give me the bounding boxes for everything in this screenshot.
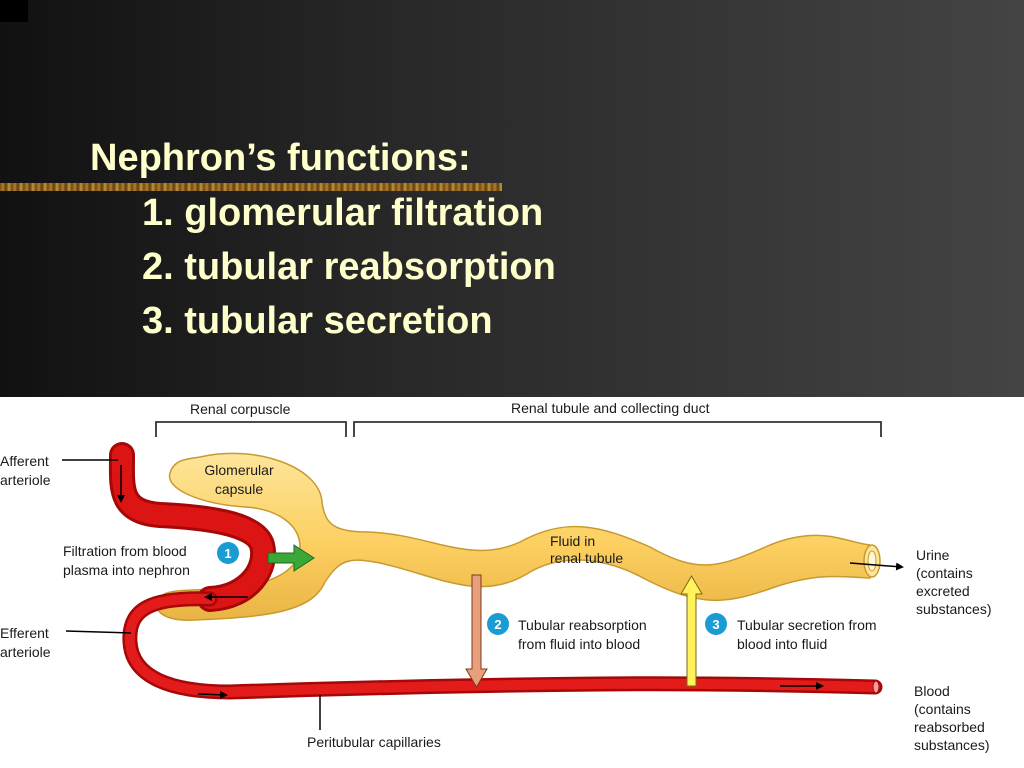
afferent-arteriole-fill bbox=[111, 445, 274, 609]
reabsorption-label-line-2: from fluid into blood bbox=[518, 636, 640, 652]
peritubular-capillary-fill bbox=[124, 593, 880, 698]
slide-header: Nephron’s functions: 1. glomerular filtr… bbox=[0, 0, 1024, 397]
function-item-2: 2. tubular reabsorption bbox=[142, 246, 556, 288]
secretion-arrow bbox=[680, 575, 703, 687]
capsule-label-line-2: capsule bbox=[215, 481, 263, 497]
capsule-label-line-1: Glomerular bbox=[204, 462, 274, 478]
capillary-end bbox=[872, 680, 880, 694]
function-item-1: 1. glomerular filtration bbox=[142, 192, 544, 234]
decorative-stripe bbox=[0, 183, 502, 191]
urine-label-line-2: (contains bbox=[916, 565, 973, 581]
blood-label-line-3: reabsorbed bbox=[914, 719, 985, 735]
flow-arrow-urine bbox=[849, 562, 904, 571]
badge-filtration: 1 bbox=[217, 542, 239, 564]
peritubular-label: Peritubular capillaries bbox=[307, 734, 441, 750]
blood-vessels bbox=[108, 442, 883, 700]
efferent-leader bbox=[65, 630, 132, 634]
badge-reabsorption: 2 bbox=[487, 613, 509, 635]
filtration-label-line-1: Filtration from blood bbox=[63, 543, 187, 559]
efferent-label-line-1: Efferent bbox=[0, 625, 49, 641]
filtration-label-line-2: plasma into nephron bbox=[63, 562, 190, 578]
badge-3-label: 3 bbox=[712, 617, 719, 632]
flow-arrow-efferent bbox=[197, 690, 228, 699]
badge-2-label: 2 bbox=[494, 617, 501, 632]
tubule-lumen bbox=[867, 550, 877, 572]
afferent-label-line-2: arteriole bbox=[0, 472, 51, 488]
fluid-label-line-2: renal tubule bbox=[550, 550, 623, 566]
renal-tubule-label: Renal tubule and collecting duct bbox=[511, 400, 710, 416]
filtration-arrow bbox=[267, 544, 315, 572]
efferent-label-line-2: arteriole bbox=[0, 644, 51, 660]
header-corner-block bbox=[0, 0, 28, 22]
slide-title: Nephron’s functions: bbox=[90, 137, 471, 179]
renal-corpuscle-bracket bbox=[155, 421, 347, 437]
badge-secretion: 3 bbox=[705, 613, 727, 635]
afferent-label-line-1: Afferent bbox=[0, 453, 49, 469]
badge-1-label: 1 bbox=[224, 546, 231, 561]
urine-label-line-4: substances) bbox=[916, 601, 991, 617]
reabsorption-arrow bbox=[465, 574, 488, 688]
fluid-label-line-1: Fluid in bbox=[550, 533, 595, 549]
blood-label-line-2: (contains bbox=[914, 701, 971, 717]
urine-label-line-3: excreted bbox=[916, 583, 970, 599]
blood-label-line-4: substances) bbox=[914, 737, 989, 753]
nephron-diagram: Renal corpuscle Renal tubule and collect… bbox=[0, 400, 991, 753]
secretion-label-line-1: Tubular secretion from bbox=[737, 617, 877, 633]
urine-label-line-1: Urine bbox=[916, 547, 950, 563]
function-item-3: 3. tubular secretion bbox=[142, 300, 493, 342]
renal-corpuscle-label: Renal corpuscle bbox=[190, 401, 291, 417]
secretion-label-line-2: blood into fluid bbox=[737, 636, 827, 652]
reabsorption-label-line-1: Tubular reabsorption bbox=[518, 617, 647, 633]
renal-tubule-bracket bbox=[353, 421, 882, 437]
blood-label-line-1: Blood bbox=[914, 683, 950, 699]
